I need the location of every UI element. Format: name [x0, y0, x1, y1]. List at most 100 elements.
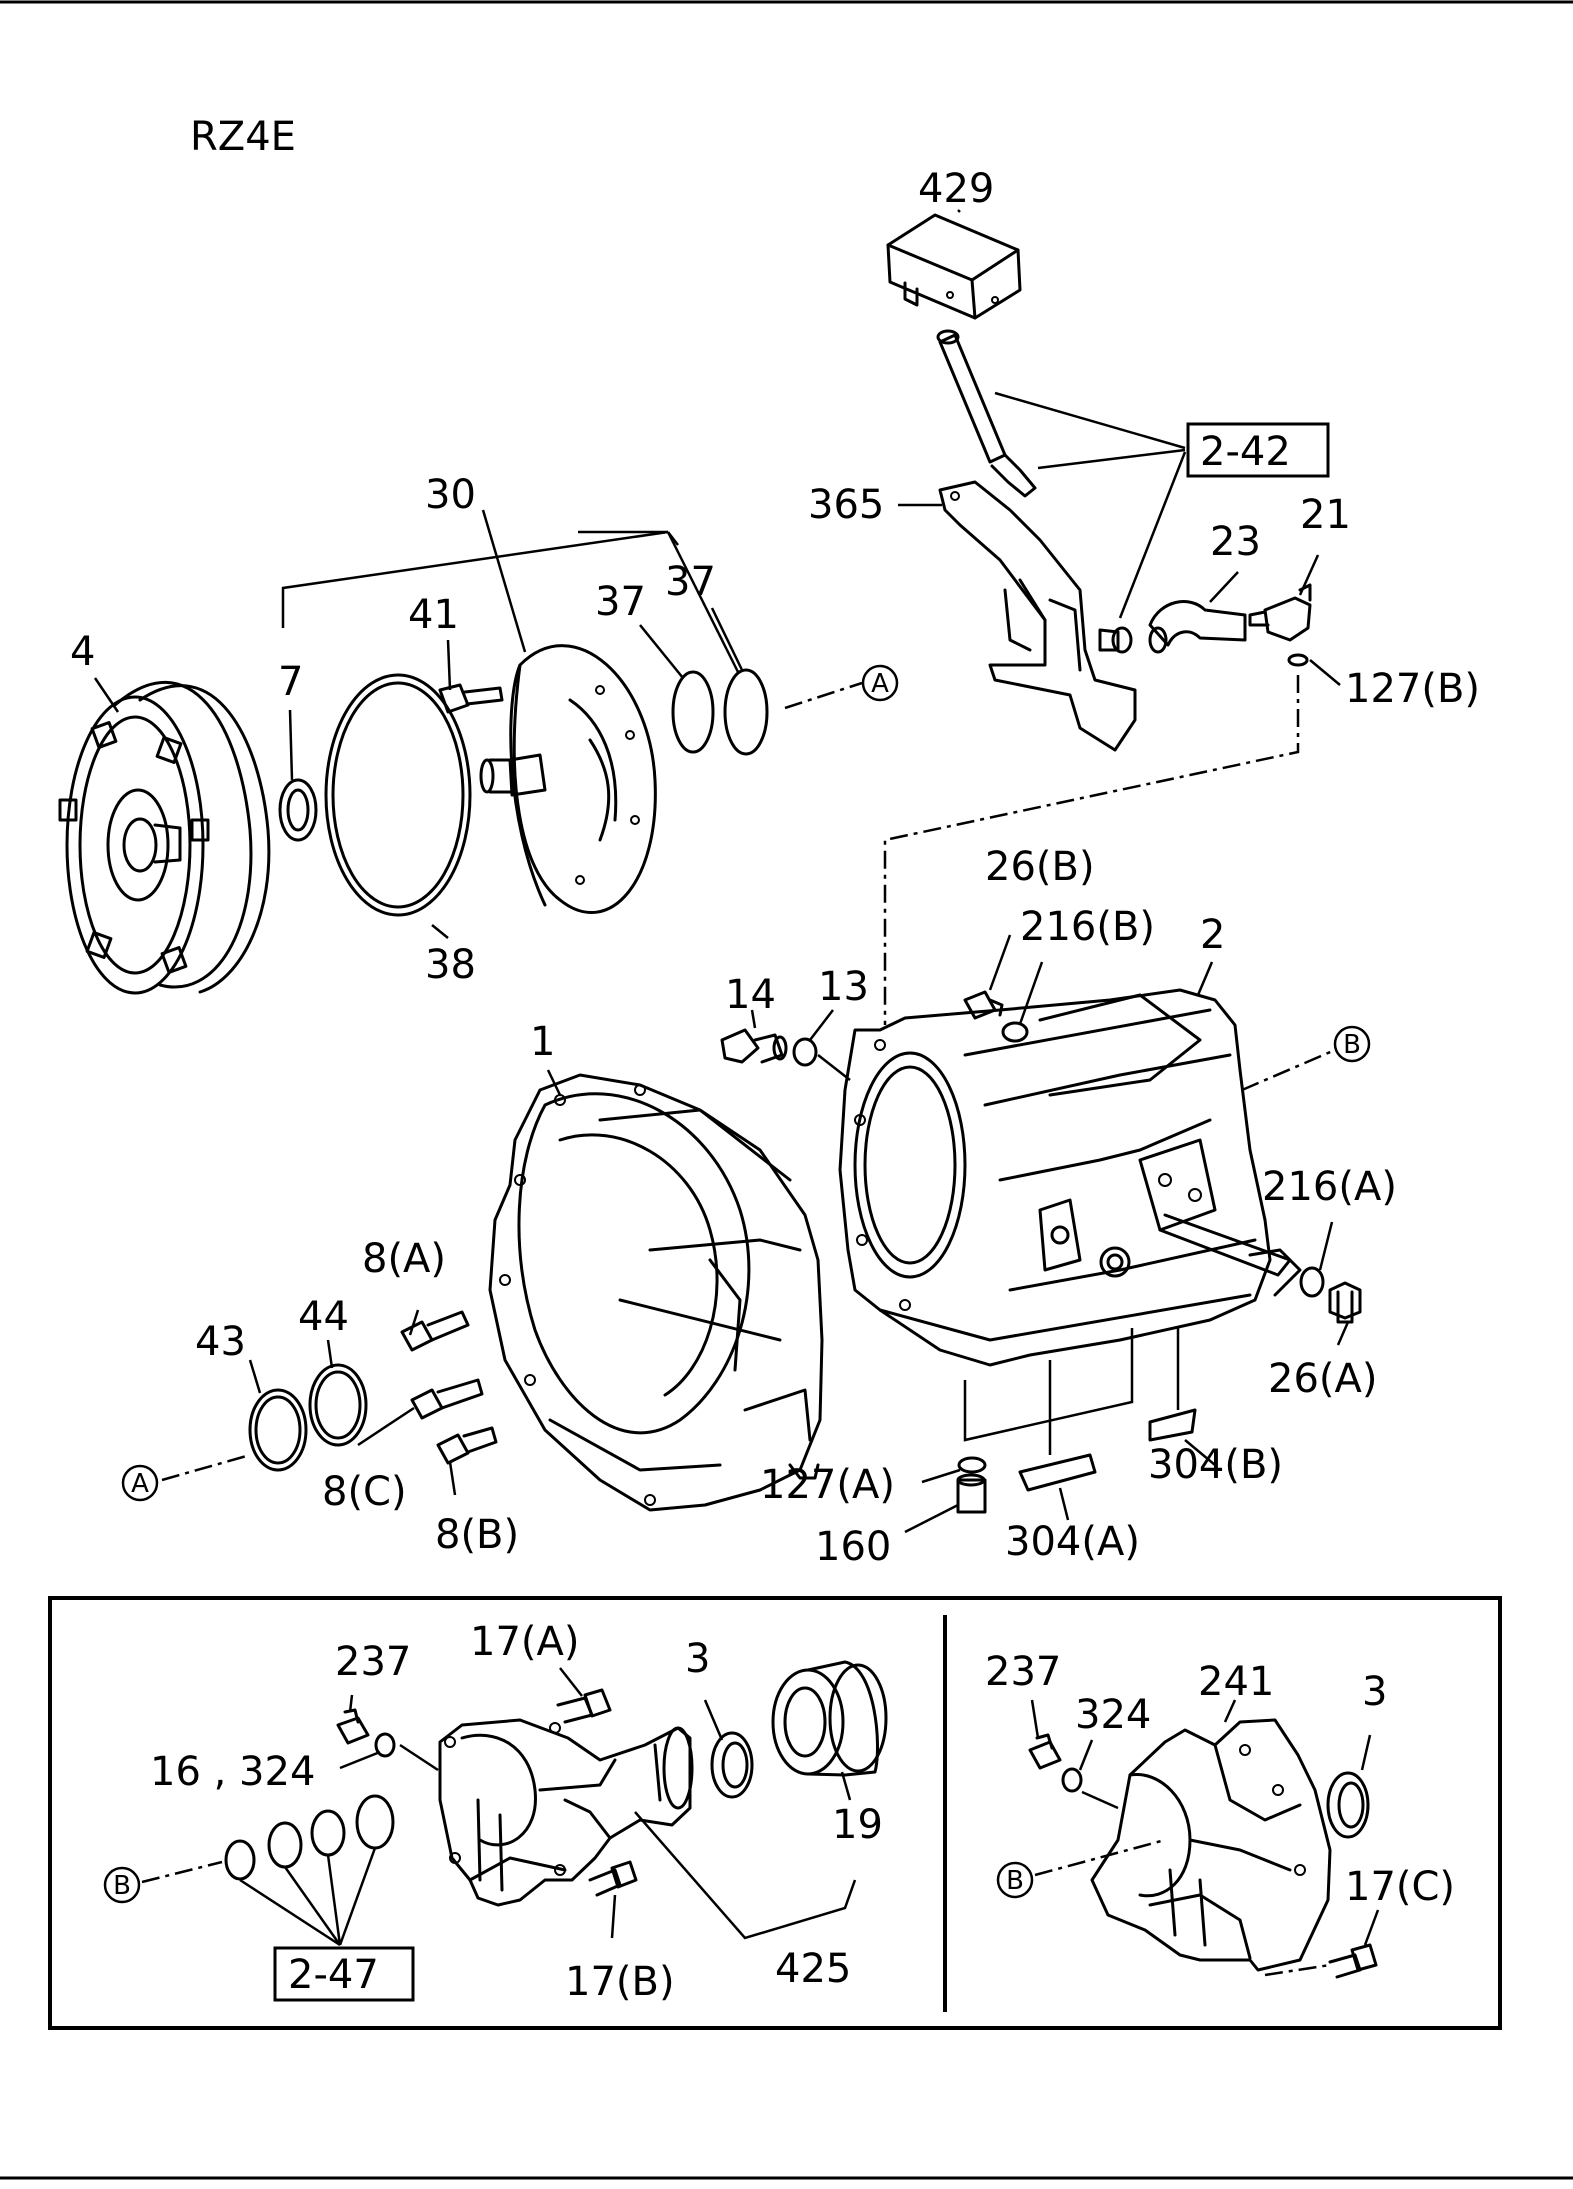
part-tube: [936, 329, 1037, 498]
label-13: 13: [818, 964, 869, 1010]
part-30-oil-pump: [479, 644, 657, 914]
part-241-adapter: [1090, 1718, 1332, 1972]
label-127b: 127(B): [1345, 666, 1480, 712]
label-16-324: 16 , 324: [150, 1749, 315, 1795]
leader-lines: [93, 209, 1350, 1534]
inset-leader-lines: [239, 1667, 1380, 1947]
part-38-oring: [324, 673, 472, 917]
part-17a-bolt: [556, 1688, 612, 1724]
part-216b-washer: [1001, 1021, 1029, 1043]
label-241: 241: [1198, 1659, 1274, 1705]
label-2-47: 2-47: [288, 1952, 379, 1998]
variant-inset-frame: [48, 1596, 1502, 2030]
label-365: 365: [808, 482, 884, 528]
label-304a: 304(A): [1005, 1519, 1140, 1565]
label-17c: 17(C): [1345, 1864, 1455, 1910]
label-127a: 127(A): [760, 1462, 895, 1508]
label-160: 160: [815, 1524, 891, 1570]
part-8a-bolt: [400, 1310, 470, 1352]
label-2-42: 2-42: [1200, 429, 1291, 475]
label-37-left: 37: [595, 579, 646, 625]
part-3-seal-right: [1326, 1771, 1370, 1839]
label-216b: 216(B): [1020, 904, 1155, 950]
svg-text:B: B: [1006, 1866, 1024, 1896]
reference-connectors: [161, 675, 1336, 1482]
label-14: 14: [725, 972, 776, 1018]
part-1-converter-housing: [488, 1073, 824, 1512]
label-17a: 17(A): [470, 1619, 579, 1665]
label-237-right: 237: [985, 1649, 1061, 1695]
part-237-bolt-right: [1028, 1733, 1062, 1770]
part-13-oring: [792, 1037, 818, 1067]
label-304b: 304(B): [1148, 1442, 1283, 1488]
label-26b: 26(B): [985, 844, 1095, 890]
label-216a: 216(A): [1262, 1164, 1397, 1210]
ref-box-2-47: [273, 1946, 415, 2002]
label-3-right: 3: [1362, 1669, 1387, 1715]
part-160-plug: [956, 1473, 987, 1514]
part-2-transmission-case: [838, 988, 1302, 1367]
part-8c-bolt: [410, 1378, 484, 1420]
part-14-fitting: [720, 1028, 788, 1064]
label-4: 4: [70, 629, 95, 675]
part-41-bolt: [438, 683, 504, 714]
upper-labels: 429 2-42 365 23 21 127(B) 30 37 37 41 7 …: [70, 166, 1480, 1570]
svg-text:A: A: [131, 1469, 149, 1499]
part-324-washer-right: [1061, 1767, 1083, 1793]
label-23: 23: [1210, 519, 1261, 565]
label-1: 1: [530, 1019, 555, 1065]
part-4-torque-converter: [58, 680, 271, 995]
part-127b-oring: [1287, 653, 1309, 667]
label-44: 44: [298, 1294, 349, 1340]
inset-reference-connectors: [141, 1838, 1331, 1977]
part-26b-bolt: [963, 990, 1004, 1020]
label-37-right: 37: [665, 559, 716, 605]
part-425-extension-housing: [438, 1718, 694, 1907]
ref-a-top: A: [861, 664, 899, 702]
part-26a-plug: [1328, 1281, 1362, 1324]
label-2: 2: [1200, 912, 1225, 958]
inset-labels: 237 17(A) 3 16 , 324 19 2-47 425 17(B) 2…: [150, 1619, 1455, 2005]
part-365-bracket: [938, 480, 1137, 752]
label-7: 7: [278, 659, 303, 705]
label-43: 43: [195, 1319, 246, 1365]
label-3-left: 3: [685, 1636, 710, 1682]
ref-b-inset-right: B: [996, 1861, 1034, 1899]
ref-b-right: B: [1333, 1025, 1371, 1063]
svg-text:B: B: [1343, 1030, 1361, 1060]
label-30: 30: [425, 472, 476, 518]
label-425: 425: [775, 1946, 851, 1992]
part-19-dust-cover: [771, 1660, 888, 1777]
part-429-module: [886, 213, 1022, 320]
ref-a-bottom: A: [121, 1464, 159, 1502]
part-17c-bolt: [1328, 1943, 1378, 1979]
part-127a-oring: [957, 1456, 987, 1474]
label-26a: 26(A): [1268, 1356, 1377, 1402]
label-38: 38: [425, 942, 476, 988]
part-304a-plate: [1018, 1453, 1097, 1492]
part-37-rings: [671, 668, 769, 756]
part-8b-bolt: [436, 1426, 498, 1465]
svg-text:A: A: [871, 669, 889, 699]
label-8b: 8(B): [435, 1512, 519, 1558]
part-43-ring: [248, 1388, 308, 1472]
part-17b-bolt: [588, 1860, 638, 1897]
part-3-seal-left: [710, 1731, 754, 1799]
model-title: RZ4E: [190, 114, 296, 160]
label-237-left: 237: [335, 1639, 411, 1685]
ref-box-2-42: [1186, 422, 1330, 478]
label-41: 41: [408, 592, 459, 638]
part-237-bolt-left: [336, 1708, 370, 1745]
part-304b-plate: [1148, 1408, 1197, 1442]
label-19: 19: [832, 1802, 883, 1848]
label-8c: 8(C): [322, 1469, 407, 1515]
label-324-right: 324: [1075, 1692, 1151, 1738]
label-17b: 17(B): [565, 1959, 675, 2005]
part-7-seal: [278, 778, 318, 842]
part-216a-washer: [1299, 1266, 1325, 1298]
label-21: 21: [1300, 492, 1351, 538]
part-324-washer-left: [374, 1732, 396, 1758]
label-8a: 8(A): [362, 1236, 446, 1282]
ref-b-inset-left: B: [103, 1866, 141, 1904]
